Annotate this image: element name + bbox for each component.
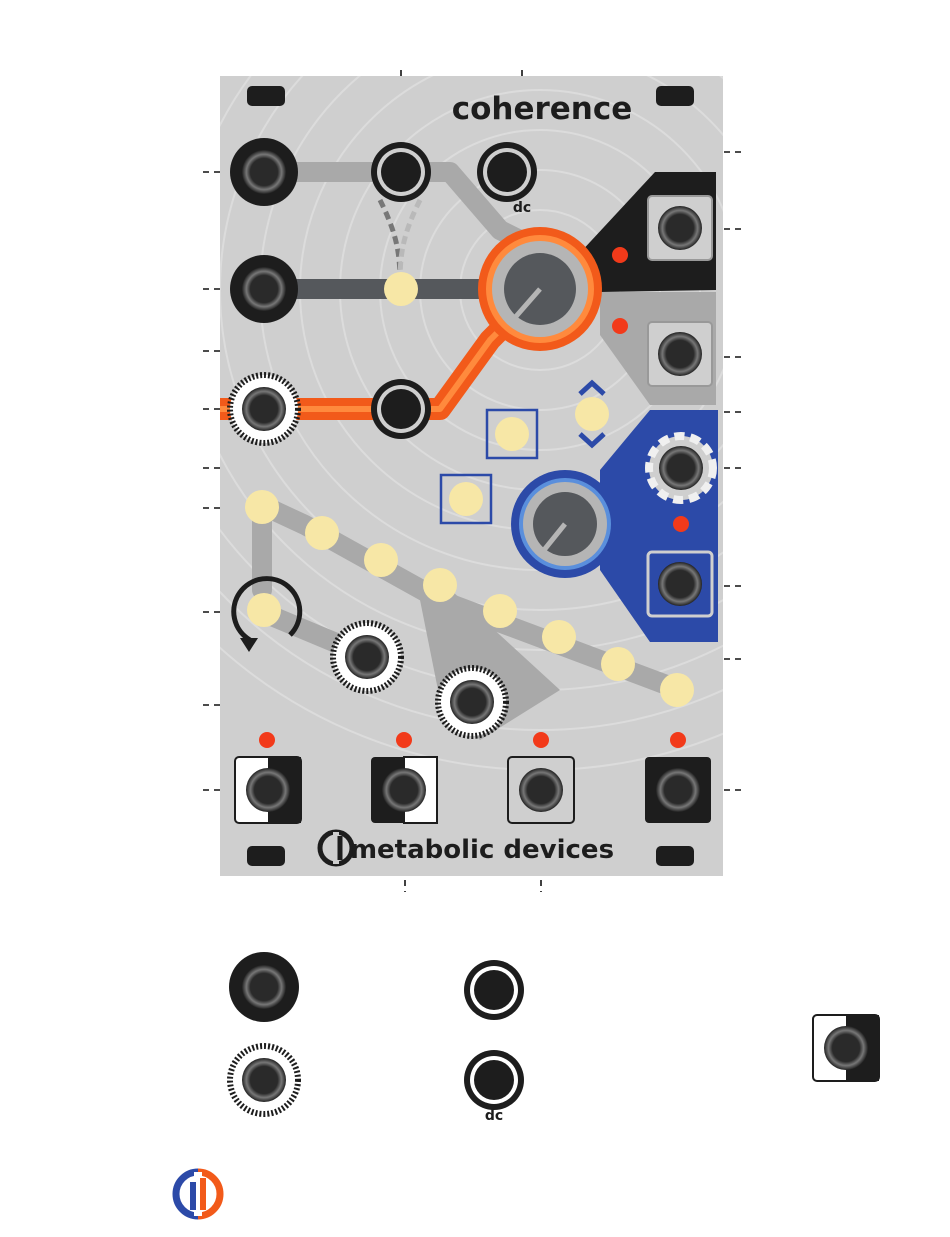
button-icon [575,397,609,431]
button-icon [601,647,635,681]
jack-icon[interactable] [508,757,574,823]
jack-icon[interactable] [438,668,506,736]
button-icon [542,620,576,654]
mounting-slot [656,86,694,106]
legend: dc [229,952,879,1124]
led-icon [612,318,628,334]
button-icon[interactable] [449,482,483,516]
button-icon [247,593,281,627]
button-icon[interactable] [495,417,529,451]
jack-icon[interactable] [235,757,301,823]
small-knob-a[interactable] [371,142,431,202]
jack-icon[interactable] [649,436,713,500]
jack-icon[interactable] [230,255,298,323]
legend-dc-label: dc [485,1108,503,1124]
button-icon [483,594,517,628]
jack-icon[interactable] [333,623,401,691]
knob-dc-label: dc [513,200,531,216]
led-icon [396,732,412,748]
button-icon [305,516,339,550]
jack-icon[interactable] [371,757,437,823]
button-icon [245,490,279,524]
small-knob-b[interactable] [371,379,431,439]
button-icon [384,272,418,306]
module-title: coherence [452,91,633,127]
jack-icon[interactable] [648,196,712,260]
legend-square-jack-icon [813,1015,879,1081]
button-icon [660,673,694,707]
legend-jack-solid-icon [229,952,299,1022]
led-icon [673,516,689,532]
legend-jack-dashed-icon [230,1046,298,1114]
small-knob-dc[interactable] [477,142,537,202]
jack-icon[interactable] [645,757,711,823]
jack-icon[interactable] [230,375,298,443]
button-icon [423,568,457,602]
jack-icon[interactable] [648,552,712,616]
brand-text: metabolic devices [350,835,614,865]
led-icon [612,247,628,263]
module-panel: coherence [60,0,950,876]
mounting-slot [247,86,285,106]
jack-icon[interactable] [230,138,298,206]
mounting-slot [247,846,285,866]
legend-knob-icon [464,960,524,1020]
led-icon [670,732,686,748]
led-icon [533,732,549,748]
mounting-slot [656,846,694,866]
led-icon [259,732,275,748]
legend-knob-dc-icon [464,1050,524,1110]
metabolic-devices-logo-icon [176,1172,220,1216]
jack-icon[interactable] [648,322,712,386]
button-icon [364,543,398,577]
